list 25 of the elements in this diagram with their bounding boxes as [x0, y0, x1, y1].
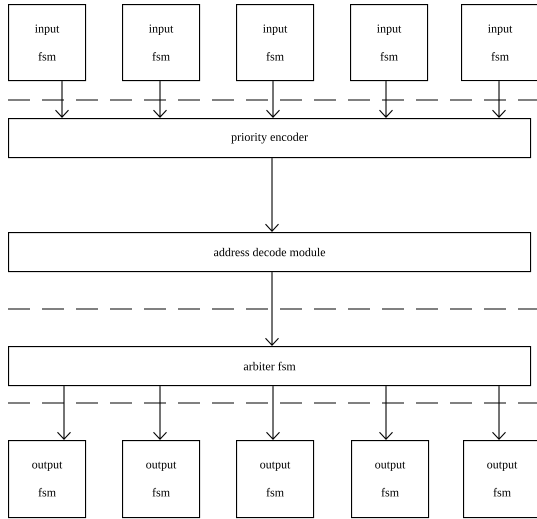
arrow — [55, 81, 69, 118]
arrow — [266, 81, 280, 118]
arrow — [265, 272, 279, 346]
fsm-box: input fsm — [8, 4, 86, 82]
arrow — [265, 158, 279, 232]
arrow — [379, 81, 393, 118]
arrow — [379, 386, 393, 440]
module-box: arbiter fsm — [8, 346, 532, 386]
arrow — [153, 386, 167, 440]
fsm-box: input fsm — [122, 4, 200, 82]
module-box: address decode module — [8, 232, 532, 272]
arrow — [492, 81, 506, 118]
fsm-box: output fsm — [8, 440, 86, 518]
fsm-box: input fsm — [236, 4, 314, 82]
arrow — [266, 386, 280, 440]
fsm-box: output fsm — [463, 440, 537, 518]
fsm-box: input fsm — [461, 4, 537, 82]
arrow — [153, 81, 167, 118]
fsm-box: output fsm — [122, 440, 200, 518]
module-box: priority encoder — [8, 118, 532, 158]
arrow — [57, 386, 71, 440]
arrow — [492, 386, 506, 440]
fsm-box: input fsm — [350, 4, 428, 82]
fsm-box: output fsm — [351, 440, 430, 518]
fsm-box: output fsm — [236, 440, 314, 518]
